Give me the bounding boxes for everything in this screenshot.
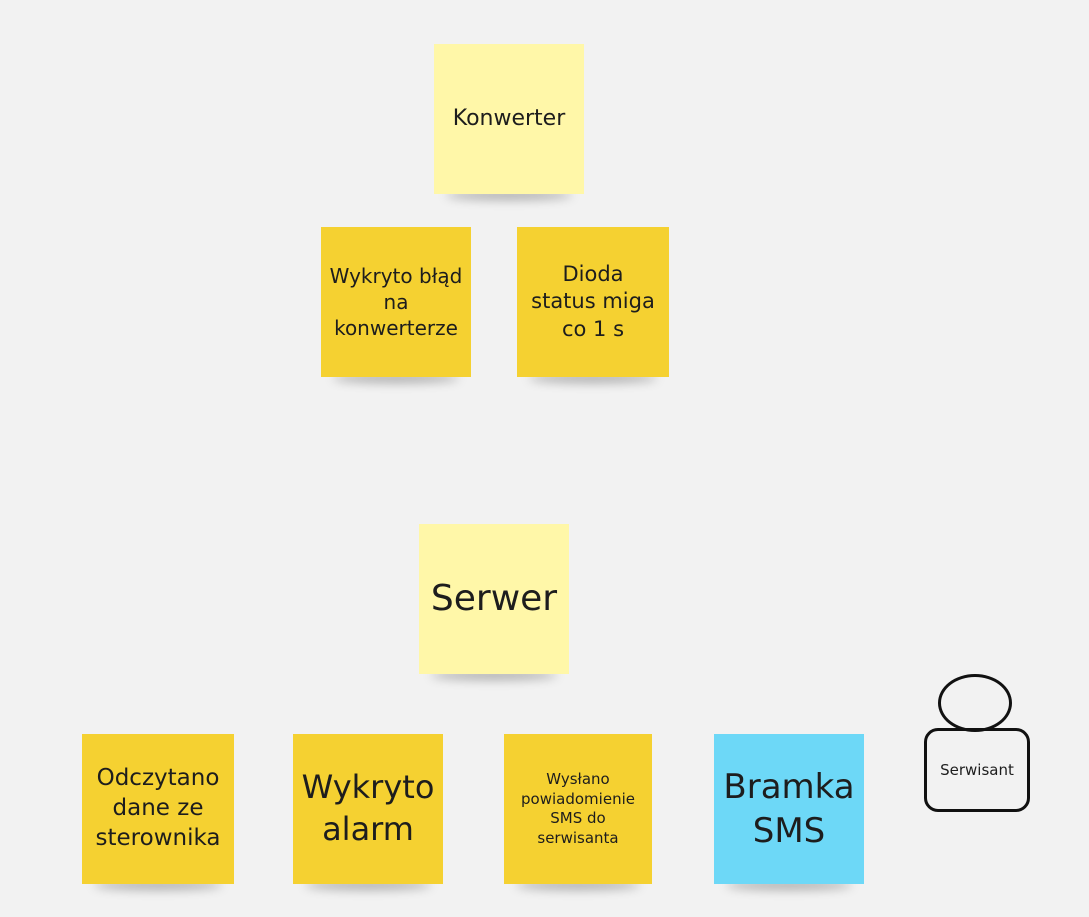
sticky-note-konwerter[interactable]: Konwerter — [434, 44, 584, 194]
note-text: Bramka SMS — [723, 766, 855, 851]
note-text: Serwer — [430, 577, 558, 619]
actor-head-icon — [938, 674, 1012, 732]
note-text: Wykryto błąd na konwerterze — [329, 264, 463, 340]
note-text: Wysłano powiadomienie SMS do serwisanta — [521, 770, 635, 847]
actor-serwisant[interactable]: Serwisant — [924, 674, 1030, 814]
sticky-note-wyslano[interactable]: Wysłano powiadomienie SMS do serwisanta — [504, 734, 652, 884]
sticky-note-wykryto-alarm[interactable]: Wykryto alarm — [293, 734, 443, 884]
note-text: Konwerter — [452, 105, 566, 131]
actor-label: Serwisant — [940, 761, 1014, 779]
sticky-note-bramka-sms[interactable]: Bramka SMS — [714, 734, 864, 884]
sticky-note-odczytano[interactable]: Odczytano dane ze sterownika — [82, 734, 234, 884]
sticky-note-dioda[interactable]: Dioda status miga co 1 s — [517, 227, 669, 377]
note-text: Wykryto alarm — [301, 768, 435, 848]
actor-body: Serwisant — [924, 728, 1030, 812]
sticky-note-serwer[interactable]: Serwer — [419, 524, 569, 674]
sticky-note-wykryto-blad[interactable]: Wykryto błąd na konwerterze — [321, 227, 471, 377]
note-text: Dioda status miga co 1 s — [531, 262, 655, 341]
note-text: Odczytano dane ze sterownika — [95, 765, 221, 851]
